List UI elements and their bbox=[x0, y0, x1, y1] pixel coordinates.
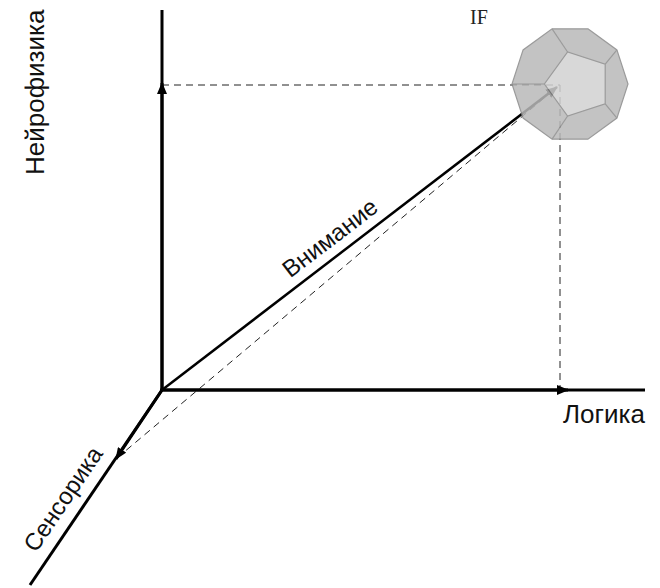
node-label: IF bbox=[470, 6, 488, 29]
polyhedron-node: IF bbox=[470, 4, 655, 164]
axis-line bbox=[30, 390, 162, 585]
axis-arrow bbox=[161, 83, 164, 390]
axis-line bbox=[160, 389, 645, 392]
axis-line bbox=[161, 10, 164, 390]
axis-label: Нейрофизика bbox=[22, 9, 51, 174]
dodecahedron bbox=[512, 29, 628, 139]
axis-arrow bbox=[116, 390, 162, 459]
vector-label: Внимание bbox=[277, 193, 382, 282]
axis-label: Сенсорика bbox=[18, 442, 108, 557]
attention-vector bbox=[162, 87, 557, 390]
axis-arrow bbox=[162, 389, 568, 392]
polyhedron-shape bbox=[470, 4, 655, 164]
axis-label: Логика bbox=[563, 400, 645, 429]
projection-lines bbox=[117, 85, 560, 458]
